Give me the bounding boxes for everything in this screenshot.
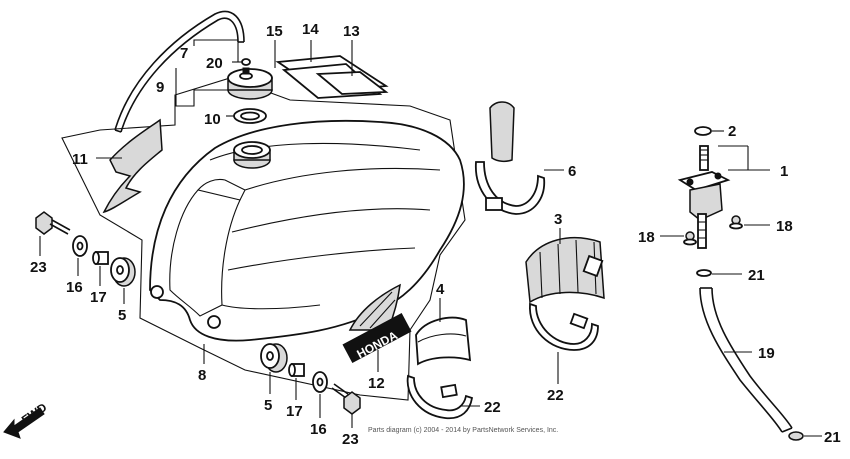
label-9: 9	[156, 79, 164, 96]
leader-lines	[39, 39, 822, 437]
label-1: 1	[780, 163, 788, 180]
tank-band-22b	[529, 302, 599, 351]
label-18-left: 18	[638, 229, 655, 246]
tank-strap-6	[475, 101, 546, 215]
label-4: 4	[436, 281, 445, 298]
fwd-label: FWD	[19, 400, 50, 427]
fuel-tank	[149, 119, 465, 342]
label-21-top: 21	[748, 267, 765, 284]
label-21-bottom: 21	[824, 429, 841, 446]
valve-screw-18-left	[683, 231, 697, 246]
label-3: 3	[554, 211, 562, 228]
tank-cushion-4	[415, 316, 472, 366]
mount-bolt-23-lower	[331, 383, 361, 415]
side-decal-left	[102, 118, 163, 214]
tank-stripe-decals	[275, 55, 389, 99]
label-17-lower: 17	[286, 403, 303, 420]
collar-17-lower	[288, 363, 305, 377]
cap-clip	[241, 58, 251, 66]
label-5-lower: 5	[264, 397, 272, 414]
part-labels: 15 14 13 7 20 9 10 11 6 2 1 18 18 3 21 1…	[30, 21, 841, 448]
label-17-left: 17	[90, 289, 107, 306]
mount-bolt-23-left	[35, 211, 71, 235]
label-19: 19	[758, 345, 775, 362]
fuel-valve	[677, 145, 731, 249]
fwd-arrow: FWD	[3, 400, 50, 439]
copyright-text: Parts diagram (c) 2004 - 2014 by PartsNe…	[368, 427, 558, 434]
rubber-5-lower	[260, 343, 288, 373]
fuel-cap	[227, 67, 273, 100]
valve-screw-18-right	[729, 215, 743, 230]
label-18-right: 18	[776, 218, 793, 235]
label-7: 7	[180, 45, 188, 62]
cap-gasket	[233, 108, 267, 124]
label-8: 8	[198, 367, 206, 384]
label-11: 11	[72, 151, 88, 168]
label-22-lower: 22	[484, 399, 501, 416]
label-15: 15	[266, 23, 283, 40]
hose-clip-21-bottom	[788, 431, 804, 441]
collar-17-left	[92, 251, 109, 265]
label-22-right: 22	[547, 387, 564, 404]
tank-band-22a	[406, 374, 474, 420]
valve-seal-2	[694, 126, 712, 136]
label-10: 10	[204, 111, 221, 128]
label-14: 14	[302, 21, 319, 38]
label-16-lower: 16	[310, 421, 327, 438]
label-23-left: 23	[30, 259, 47, 276]
tank-cushion-3	[525, 237, 605, 304]
hose-clip-21-top	[696, 269, 712, 277]
label-6: 6	[568, 163, 576, 180]
rubber-5-left	[110, 257, 136, 287]
breather-tube	[114, 10, 245, 131]
fuel-hose	[699, 287, 783, 433]
label-5-left: 5	[118, 307, 126, 324]
label-16-left: 16	[66, 279, 83, 296]
label-20: 20	[206, 55, 223, 72]
label-12: 12	[368, 375, 385, 392]
label-13: 13	[343, 23, 360, 40]
label-2: 2	[728, 123, 736, 140]
label-23-lower: 23	[342, 431, 359, 448]
